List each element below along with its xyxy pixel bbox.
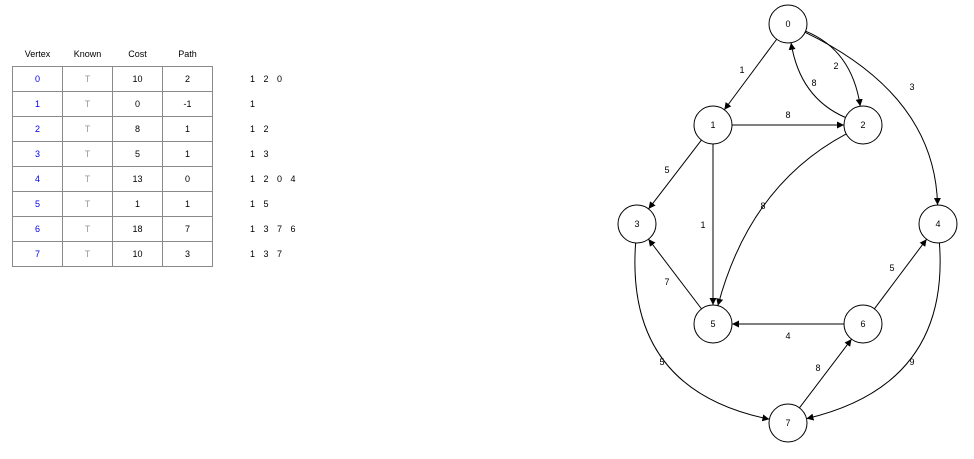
dijkstra-table: Vertex Known Cost Path 0 T 10 2 1 T 0 -1…	[12, 42, 213, 267]
table-header-row: Vertex Known Cost Path	[13, 42, 213, 67]
edge-6-4	[874, 238, 927, 310]
edge-weight-label: 1	[700, 220, 705, 230]
table-row: 7 T 10 3	[12, 241, 213, 267]
graph-node-7	[768, 403, 808, 443]
edge-0-1	[723, 38, 778, 111]
edge-3-7	[634, 242, 770, 422]
node-label: 4	[935, 219, 940, 229]
edge-4-7	[806, 242, 941, 421]
known-cell: T	[62, 141, 113, 167]
known-cell: T	[62, 91, 113, 117]
known-cell: T	[62, 116, 113, 142]
table-row: 4 T 13 0	[12, 166, 213, 192]
edge-2-5	[716, 133, 847, 306]
table-row: 1 T 0 -1	[12, 91, 213, 117]
table-row: 2 T 8 1	[12, 116, 213, 142]
graph-node-4	[918, 204, 958, 244]
path-line-3: 1 3	[250, 149, 269, 159]
path-line-4: 1 2 0 4	[250, 174, 296, 184]
node-label: 5	[710, 319, 715, 329]
known-cell: T	[62, 66, 113, 92]
table-row: 5 T 1 1	[12, 191, 213, 217]
edge-weight-label: 8	[811, 78, 816, 88]
edge-weight-label: 1	[739, 65, 744, 75]
node-layer: 0 1 2 3 4 5 6 7	[617, 4, 958, 443]
node-label: 6	[860, 319, 865, 329]
edge-weight-label: 4	[785, 331, 790, 341]
edge-weight-label: 3	[909, 82, 914, 92]
edge-weight-label: 8	[760, 201, 765, 211]
path-cell: 3	[162, 241, 213, 267]
edge-1-3	[648, 139, 702, 210]
path-line-2: 1 2	[250, 124, 269, 134]
graph-node-3	[617, 204, 657, 244]
edge-0-2	[805, 30, 863, 107]
edge-weight-label: 5	[664, 165, 669, 175]
edge-weight-label: 2	[833, 61, 838, 71]
known-cell: T	[62, 166, 113, 192]
node-label: 2	[860, 120, 865, 130]
path-line-1: 1	[250, 99, 256, 109]
edge-weight-label: 9	[909, 357, 914, 367]
graph-node-1	[693, 105, 733, 145]
edge-weight-label: 7	[664, 277, 669, 287]
edge-weight-label: 8	[785, 110, 790, 120]
edge-0-4	[804, 31, 941, 206]
known-cell: T	[62, 241, 113, 267]
path-line-5: 1 5	[250, 199, 269, 209]
node-label: 0	[785, 19, 790, 29]
node-label: 7	[785, 418, 790, 428]
graph-node-2	[843, 105, 883, 145]
table-row: 0 T 10 2	[12, 66, 213, 92]
edge-5-3	[648, 238, 702, 310]
edge-7-6	[799, 338, 852, 409]
table-row: 3 T 5 1	[12, 141, 213, 167]
cost-cell: 13	[112, 166, 163, 192]
header-path: Path	[178, 49, 197, 59]
edge-layer: 1 2 8 3 8 5 1 8 7 5 4 5 8 9	[634, 30, 941, 422]
header-known: Known	[73, 49, 102, 59]
path-line-7: 1 3 7	[250, 249, 283, 259]
header-cost: Cost	[128, 49, 147, 59]
path-list: 1 2 0 1 1 2 1 3 1 2 0 4 1 5 1 3 7 6 1 3 …	[250, 67, 296, 267]
edge-weight-label: 8	[815, 363, 820, 373]
node-label: 1	[710, 120, 715, 130]
graph-node-0	[768, 4, 808, 44]
vertex-cell: 1	[12, 91, 63, 117]
path-line-0: 1 2 0	[250, 74, 283, 84]
edge-weight-label: 5	[659, 357, 664, 367]
cost-cell: 5	[112, 141, 163, 167]
vertex-cell: 6	[12, 216, 63, 242]
graph-node-6	[843, 304, 883, 344]
path-line-6: 1 3 7 6	[250, 224, 296, 234]
cost-cell: 8	[112, 116, 163, 142]
edge-2-0	[788, 42, 846, 118]
graph-node-5	[693, 304, 733, 344]
header-vertex: Vertex	[24, 49, 51, 59]
edge-weight-label: 5	[889, 263, 894, 273]
path-cell: 7	[162, 216, 213, 242]
node-label: 3	[634, 219, 639, 229]
